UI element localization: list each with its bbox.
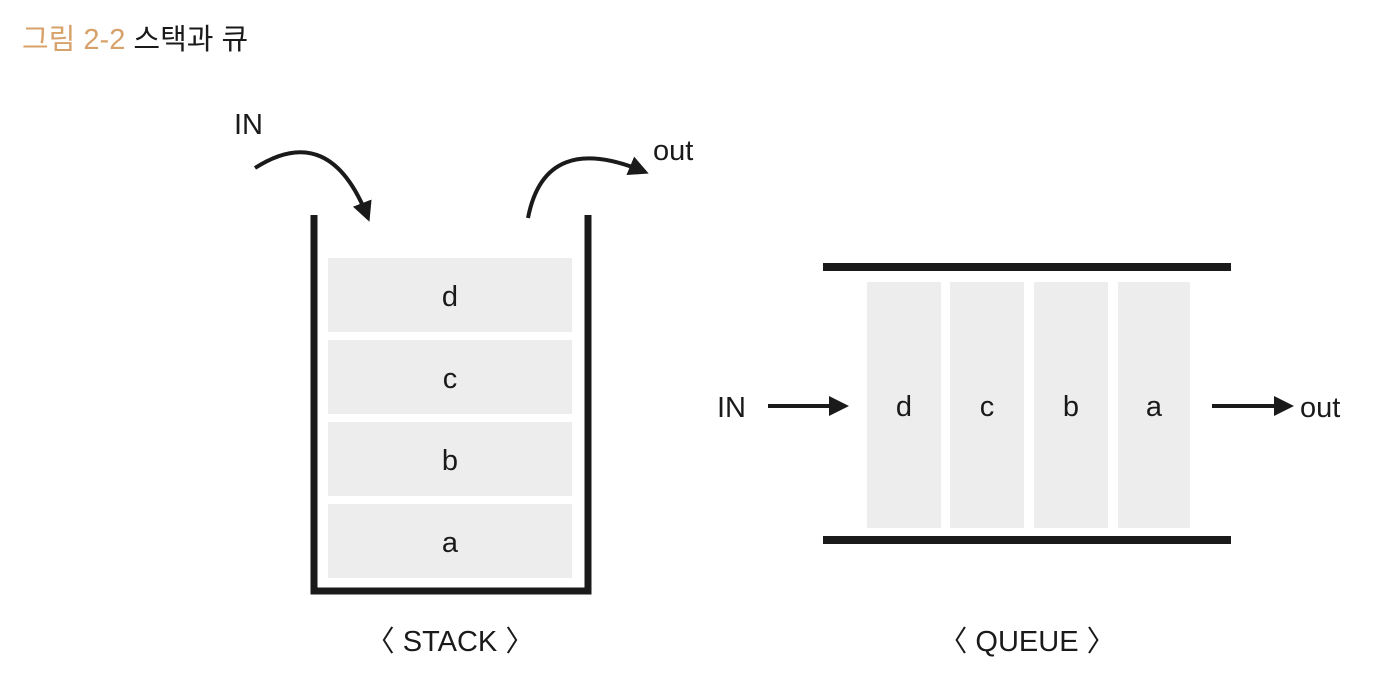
- queue-item-label: d: [896, 391, 912, 423]
- figure-caption: 스택과 큐: [133, 24, 249, 56]
- stack-item-label: c: [443, 363, 458, 395]
- stack-container: [310, 215, 592, 595]
- queue-cell: d: [867, 282, 941, 528]
- stack-cell: b: [328, 422, 572, 496]
- stack-out-arrow: [526, 156, 649, 219]
- figure-title: 그림 2-2 스택과 큐: [22, 22, 248, 58]
- queue-item-label: a: [1146, 391, 1163, 423]
- queue-diagram: d c b a IN out 〈 QUEUE 〉: [717, 263, 1340, 658]
- queue-cell: c: [950, 282, 1024, 528]
- queue-out-label: out: [1300, 392, 1340, 424]
- stack-cell: d: [328, 258, 572, 332]
- queue-item-label: b: [1063, 391, 1079, 423]
- stack-item-label: b: [442, 445, 458, 477]
- stack-cell: a: [328, 504, 572, 578]
- stack-cell: c: [328, 340, 572, 414]
- queue-cell: b: [1034, 282, 1108, 528]
- stack-diagram: IN out d c b a 〈 STACK 〉: [234, 109, 693, 658]
- stack-item-label: d: [442, 281, 458, 313]
- queue-in-label: IN: [717, 392, 746, 424]
- stack-caption: 〈 STACK 〉: [366, 626, 535, 658]
- queue-item-label: c: [980, 391, 995, 423]
- figure-number: 그림 2-2: [22, 24, 126, 56]
- stack-item-label: a: [442, 527, 459, 559]
- stack-in-arrow: [253, 150, 372, 222]
- queue-caption: 〈 QUEUE 〉: [938, 626, 1115, 658]
- queue-cell: a: [1118, 282, 1190, 528]
- stack-out-label: out: [653, 135, 693, 167]
- stack-in-label: IN: [234, 109, 263, 141]
